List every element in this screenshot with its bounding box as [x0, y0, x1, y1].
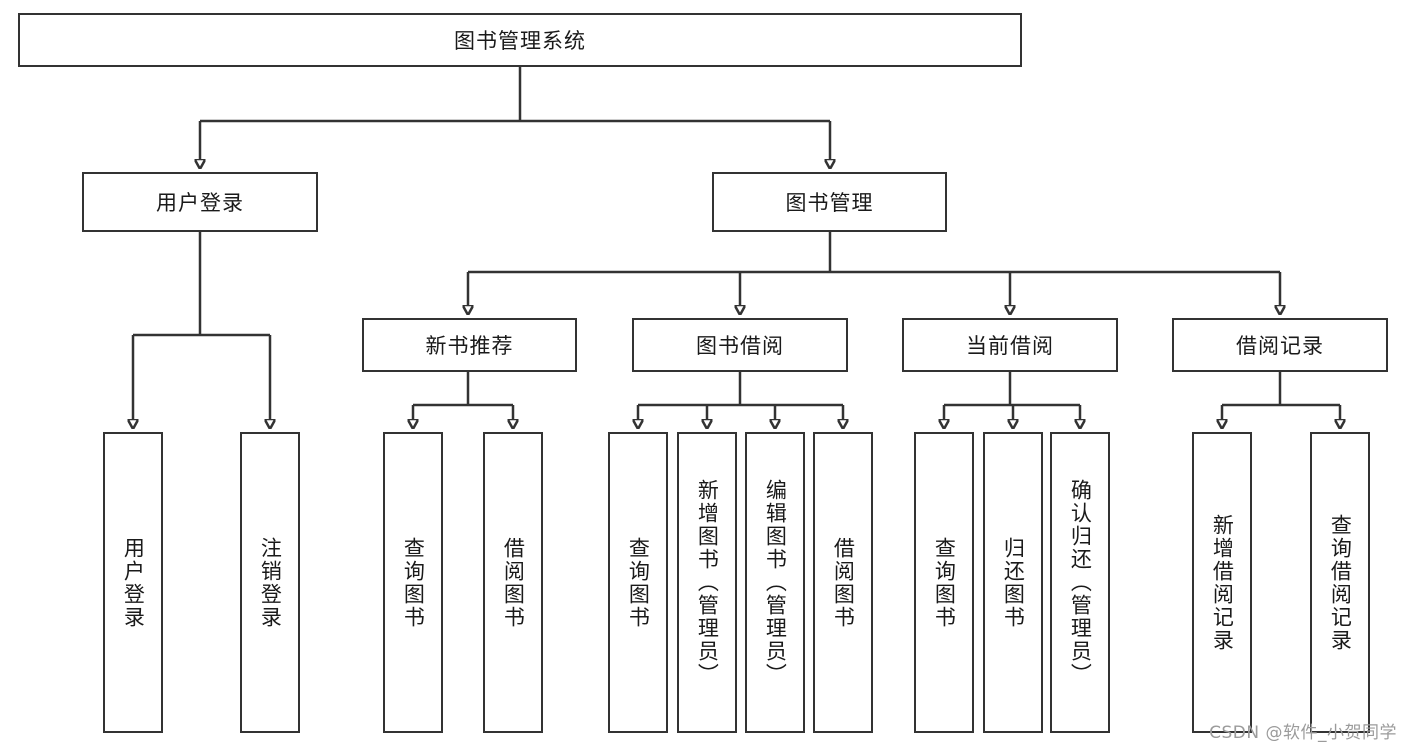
node-book-management[interactable]: 图书管理 — [712, 172, 947, 232]
node-user-login[interactable]: 用户登录 — [82, 172, 318, 232]
leaf-borrow-book-recommend[interactable]: 借阅图书 — [483, 432, 543, 733]
leaf-borrow-book[interactable]: 借阅图书 — [813, 432, 873, 733]
node-label: 归还图书 — [1001, 536, 1026, 629]
leaf-edit-book-admin[interactable]: 编辑图书（管理员） — [745, 432, 805, 733]
node-label: 借阅图书 — [831, 536, 856, 629]
node-label: 查询图书 — [401, 536, 426, 629]
leaf-user-login[interactable]: 用户登录 — [103, 432, 163, 733]
node-label: 当前借阅 — [966, 334, 1054, 358]
node-label: 新书推荐 — [425, 334, 514, 358]
leaf-query-book-borrow[interactable]: 查询图书 — [608, 432, 668, 733]
leaf-logout[interactable]: 注销登录 — [240, 432, 300, 733]
watermark-csdn: CSDN @软件_小贺同学 — [1209, 723, 1397, 743]
node-label: 图书管理 — [785, 191, 874, 215]
node-label: 借阅图书 — [501, 536, 526, 629]
leaf-return-book[interactable]: 归还图书 — [983, 432, 1043, 733]
node-label: 用户登录 — [121, 536, 146, 629]
leaf-add-borrow-record[interactable]: 新增借阅记录 — [1192, 432, 1252, 733]
node-label: 图书管理系统 — [454, 29, 586, 53]
node-label: 查询图书 — [932, 536, 957, 629]
node-label: 图书借阅 — [696, 334, 784, 358]
node-label: 编辑图书（管理员） — [763, 479, 788, 686]
node-book-borrow[interactable]: 图书借阅 — [632, 318, 848, 372]
node-label: 注销登录 — [258, 536, 283, 629]
leaf-query-borrow-record[interactable]: 查询借阅记录 — [1310, 432, 1370, 733]
leaf-confirm-return-admin[interactable]: 确认归还（管理员） — [1050, 432, 1110, 733]
node-label: 查询借阅记录 — [1328, 513, 1353, 652]
node-borrow-record[interactable]: 借阅记录 — [1172, 318, 1388, 372]
node-label: 用户登录 — [156, 191, 244, 215]
node-label: 查询图书 — [626, 536, 651, 629]
leaf-query-book-recommend[interactable]: 查询图书 — [383, 432, 443, 733]
node-current-borrow[interactable]: 当前借阅 — [902, 318, 1118, 372]
node-root-book-management-system[interactable]: 图书管理系统 — [18, 13, 1022, 67]
leaf-query-book-current[interactable]: 查询图书 — [914, 432, 974, 733]
node-label: 新增图书（管理员） — [695, 479, 720, 686]
node-label: 新增借阅记录 — [1210, 513, 1235, 652]
node-new-book-recommend[interactable]: 新书推荐 — [362, 318, 577, 372]
node-label: 借阅记录 — [1236, 334, 1324, 358]
node-label: 确认归还（管理员） — [1068, 479, 1093, 686]
leaf-add-book-admin[interactable]: 新增图书（管理员） — [677, 432, 737, 733]
